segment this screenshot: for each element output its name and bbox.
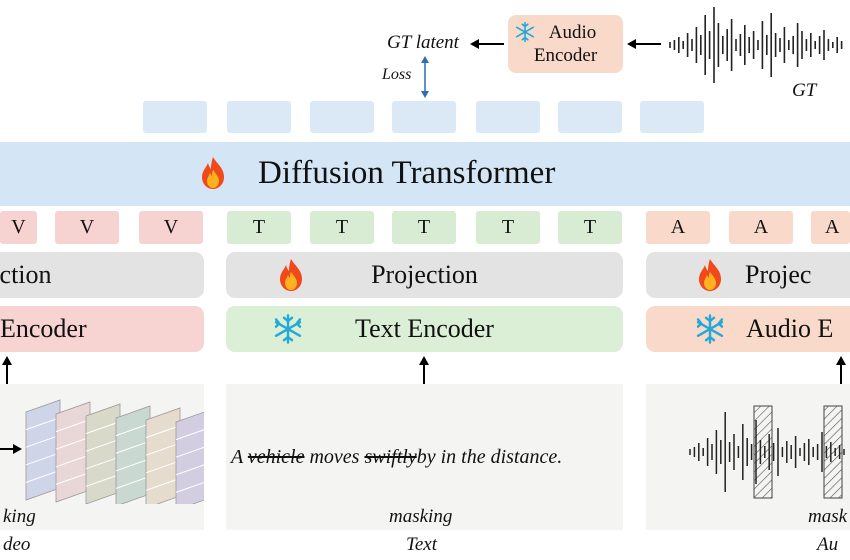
video-caption-line2: deo	[3, 534, 31, 555]
audio-projection-block: Projec	[646, 252, 850, 298]
audio-encoder-line2: Encoder	[533, 45, 598, 66]
top-audio-encoder: Audio Encoder	[508, 15, 623, 73]
output-token	[476, 101, 540, 133]
video-caption-line1: king	[3, 506, 36, 527]
snowflake-icon	[696, 314, 724, 344]
diffusion-transformer-block: Diffusion Transformer	[0, 142, 850, 206]
text-input-panel	[226, 384, 623, 530]
audio-encoder-block: Audio E	[646, 306, 850, 352]
video-projection-block: ection	[0, 252, 204, 298]
text-projection-block: Projection	[226, 252, 623, 298]
video-token: V	[139, 211, 203, 244]
video-encoder-block: Encoder	[0, 306, 204, 352]
masked-word: swiftly	[364, 446, 417, 468]
sentence-word: moves	[309, 446, 360, 468]
loss-label: Loss	[382, 66, 412, 83]
audio-encoder-line1: Audio	[548, 22, 597, 43]
gt-label: GT	[792, 80, 817, 101]
fire-icon	[699, 259, 721, 291]
gt-latent-label: GT latent	[387, 32, 459, 53]
fire-icon	[198, 156, 228, 190]
text-encoder-label: Text Encoder	[355, 314, 494, 343]
output-token	[558, 101, 622, 133]
video-projection-label: ection	[0, 260, 52, 289]
output-token	[143, 101, 207, 133]
sentence-word: A	[231, 446, 243, 468]
masked-text-sentence: A vehicle moves swiftlyby in the distanc…	[231, 446, 562, 469]
masked-word: vehicle	[247, 446, 305, 468]
audio-projection-label: Projec	[745, 260, 812, 289]
arrow-up-icon	[836, 356, 846, 384]
audio-token: A	[729, 211, 793, 244]
video-encoder-label: Encoder	[0, 314, 87, 343]
video-token: V	[0, 211, 37, 244]
audio-caption-line1: mask	[808, 506, 848, 527]
audio-token: A	[646, 211, 710, 244]
audio-caption-line2: Au	[817, 534, 839, 555]
audio-input-panel	[646, 384, 850, 530]
output-token	[310, 101, 374, 133]
text-caption-line2: Text	[406, 534, 437, 555]
video-token: V	[55, 211, 119, 244]
arrow-left-icon	[627, 39, 661, 49]
diffusion-transformer-label: Diffusion Transformer	[258, 155, 556, 191]
output-token	[392, 101, 456, 133]
fire-icon	[280, 259, 302, 291]
sentence-word: by in the distance.	[416, 446, 563, 468]
arrow-up-icon	[2, 356, 12, 384]
text-token: T	[392, 211, 456, 244]
text-token: T	[476, 211, 540, 244]
output-token	[227, 101, 291, 133]
audio-encoder-label: Audio E	[746, 314, 834, 343]
masked-audio-waveform	[689, 405, 845, 499]
masked-video-frames	[0, 399, 204, 504]
gt-waveform	[669, 7, 843, 83]
audio-token: A	[811, 211, 850, 244]
text-caption-line1: masking	[389, 506, 453, 527]
arrow-up-icon	[419, 356, 429, 384]
text-projection-label: Projection	[371, 260, 478, 289]
arrow-left-icon	[470, 39, 504, 49]
snowflake-icon	[274, 314, 302, 344]
text-token: T	[227, 211, 291, 244]
double-arrow-icon	[421, 56, 429, 98]
snowflake-icon	[515, 21, 535, 43]
text-token: T	[310, 211, 374, 244]
text-encoder-block: Text Encoder	[226, 306, 623, 352]
output-token	[640, 101, 704, 133]
text-token: T	[558, 211, 622, 244]
